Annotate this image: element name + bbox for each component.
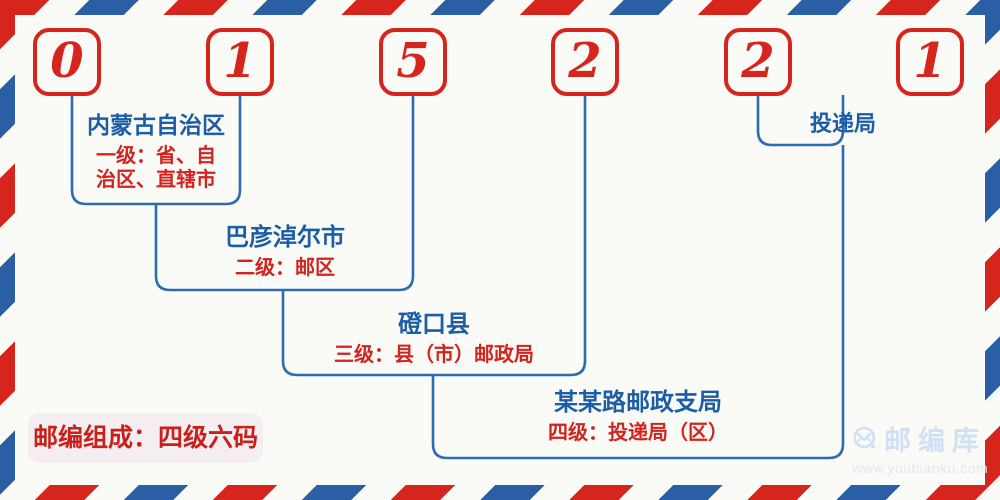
level2-description: 二级：邮区 — [235, 257, 335, 279]
annotation-level3: 磴口县 三级：县（市）邮政局 — [294, 311, 574, 367]
bracket-level2 — [154, 95, 415, 292]
level4-region-label: 某某路邮政支局 — [554, 389, 722, 416]
content-area — [15, 15, 985, 485]
level1-description-line2: 治区、直辖市 — [96, 169, 216, 191]
bracket-level4 — [431, 145, 845, 460]
level3-region-label: 磴口县 — [398, 311, 470, 338]
postcode-composition-badge: 邮编组成：四级六码 — [28, 413, 263, 463]
watermark: 邮编库 www.youbianku.com — [852, 419, 989, 476]
delivery-office-label: 投递局 — [809, 111, 876, 136]
level2-region-label: 巴彦淖尔市 — [225, 224, 345, 251]
annotation-delivery-office: 投递局 — [763, 110, 923, 137]
level1-description: 一级：省、自 治区、直辖市 — [68, 144, 244, 192]
level1-region-label: 内蒙古自治区 — [87, 112, 225, 138]
level1-description-line1: 一级：省、自 — [96, 145, 216, 167]
annotation-level2: 巴彦淖尔市 二级：邮区 — [165, 224, 405, 280]
digit-box-5: 2 — [723, 27, 793, 97]
bracket-delivery — [756, 95, 845, 147]
envelope-circle-icon — [853, 426, 876, 448]
digit-box-1: 0 — [32, 27, 102, 97]
annotation-level1: 内蒙古自治区 一级：省、自 治区、直辖市 — [68, 112, 244, 192]
level4-description: 四级：投递局（区） — [548, 422, 728, 444]
digit-box-3: 5 — [378, 27, 448, 97]
digit-box-2: 1 — [205, 27, 275, 97]
annotation-level4: 某某路邮政支局 四级：投递局（区） — [478, 389, 798, 445]
watermark-row: 邮编库 — [852, 419, 986, 458]
level3-description: 三级：县（市）邮政局 — [334, 344, 534, 366]
watermark-url: www.youbianku.com — [852, 460, 989, 476]
digit-box-4: 2 — [550, 27, 620, 97]
watermark-brand-text: 邮编库 — [884, 426, 986, 456]
digit-box-6: 1 — [895, 27, 965, 97]
